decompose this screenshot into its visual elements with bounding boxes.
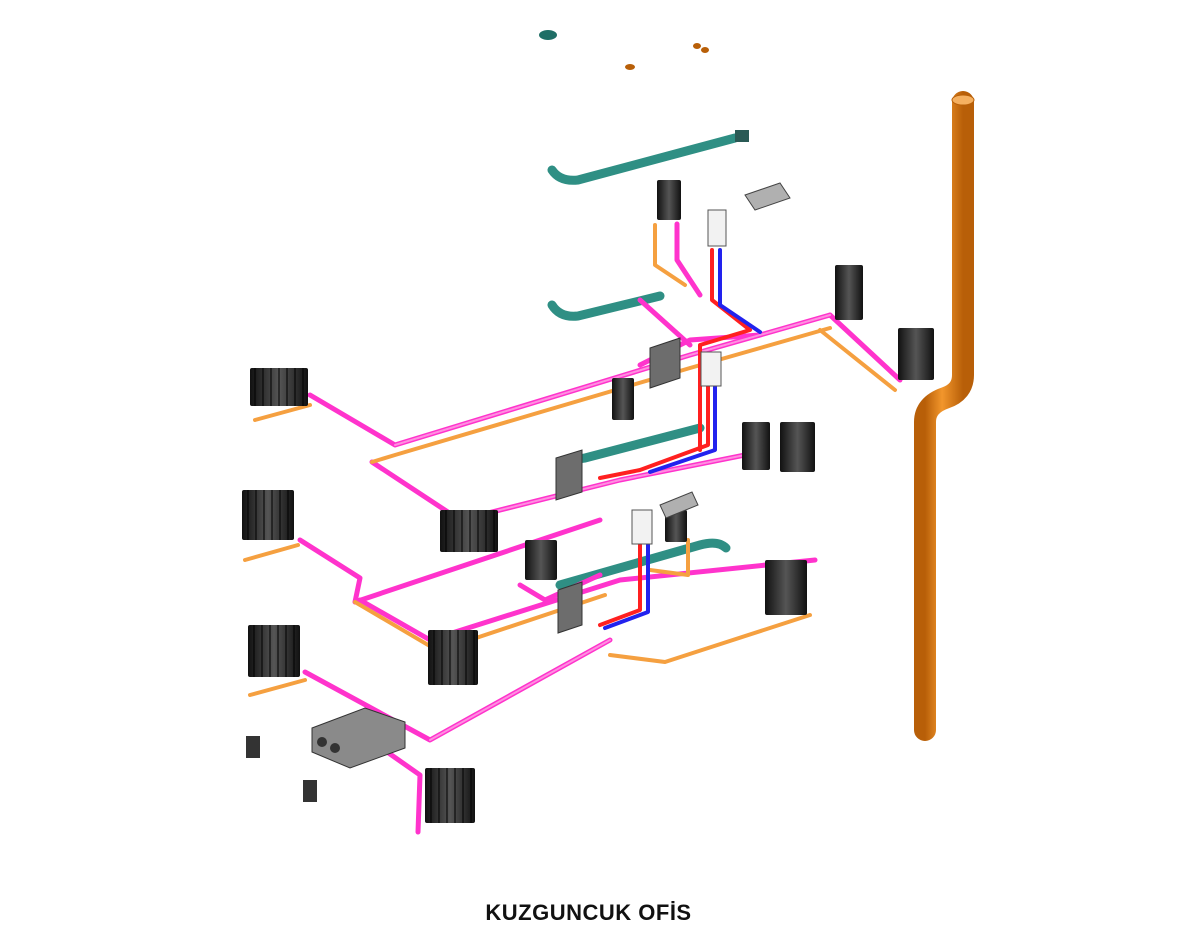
radiator [665,510,687,542]
manifold-boxes [555,337,681,634]
radiator [898,328,934,380]
radiator [428,630,478,685]
radiator [425,768,475,823]
radiator [248,625,300,677]
wall-grilles [246,736,317,802]
supply-pipes-highlight [394,314,831,741]
radiator [250,368,308,406]
radiator [242,490,294,540]
air-handling-units [311,182,791,769]
radiator [612,378,634,420]
diagram-caption: KUZGUNCUK OFİS [485,900,692,925]
radiator [780,422,815,472]
main-chimney [914,91,975,741]
radiator [440,510,498,552]
combi-boilers [631,209,727,545]
radiators [242,180,934,823]
radiator [765,560,807,615]
domestic-water-pipes [598,248,762,630]
radiator [525,540,557,580]
radiator [657,180,681,220]
radiator [835,265,863,320]
ventilation-risers [539,30,749,590]
radiator [742,422,770,470]
